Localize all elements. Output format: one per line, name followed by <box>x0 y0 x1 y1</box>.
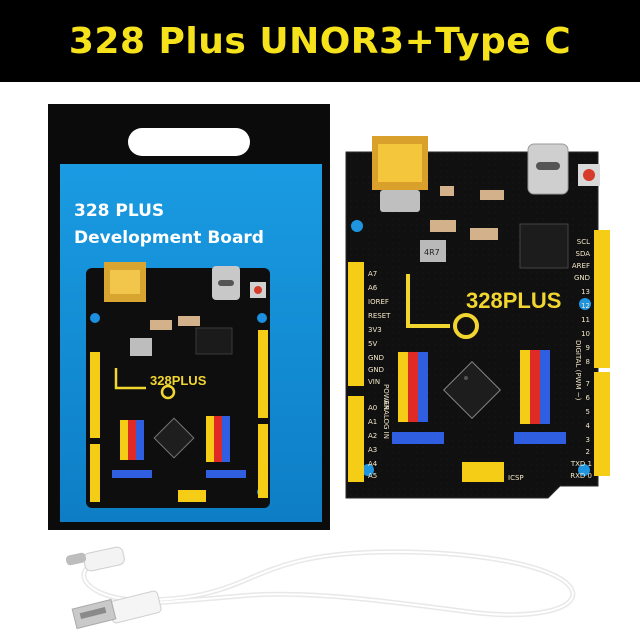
retail-package: 328PLUS <box>48 104 330 530</box>
development-board: 4R7 328PLUS A7 A6 IOREF RESET <box>345 136 610 499</box>
svg-text:2: 2 <box>586 448 590 456</box>
svg-text:3: 3 <box>586 436 590 444</box>
svg-text:VIN: VIN <box>368 378 380 386</box>
usb-c-port <box>527 143 569 195</box>
usb-cable <box>65 546 576 630</box>
product-photo: 328PLUS <box>48 104 610 630</box>
right-header <box>594 230 610 476</box>
atmega-chip <box>443 361 501 419</box>
icsp-header: ICSP <box>462 462 524 482</box>
svg-text:12: 12 <box>581 302 590 310</box>
usb-a-plug <box>71 590 162 630</box>
svg-text:5: 5 <box>586 408 590 416</box>
svg-text:13: 13 <box>581 288 590 296</box>
svg-text:AREF: AREF <box>572 262 590 270</box>
svg-text:DIGITAL (PWM ~): DIGITAL (PWM ~) <box>574 340 582 401</box>
svg-text:ICSP: ICSP <box>508 474 524 482</box>
svg-text:10: 10 <box>581 330 590 338</box>
svg-text:7: 7 <box>586 380 590 388</box>
title-banner: 328 Plus UNOR3+Type C <box>0 0 640 82</box>
left-sensor-pins <box>392 352 444 444</box>
svg-text:GND: GND <box>368 354 384 362</box>
left-header <box>348 262 364 482</box>
svg-text:IOREF: IOREF <box>368 298 389 306</box>
dc-power-jack <box>372 136 428 212</box>
package-label: 328 PLUS Development Board <box>74 198 264 252</box>
svg-text:RXD 0: RXD 0 <box>570 472 592 480</box>
package-board-logo: 328PLUS <box>150 373 207 388</box>
svg-text:A0: A0 <box>368 404 377 412</box>
svg-text:A7: A7 <box>368 270 377 278</box>
svg-text:GND: GND <box>368 366 384 374</box>
usb-c-plug <box>65 546 125 572</box>
svg-text:POWER: POWER <box>382 384 390 410</box>
package-board-image: 328PLUS <box>86 262 270 508</box>
reset-button <box>578 164 600 186</box>
banner-title: 328 Plus UNOR3+Type C <box>68 20 572 62</box>
board-logo: 328PLUS <box>466 288 561 313</box>
right-sensor-pins <box>514 350 566 444</box>
package-line-1: 328 PLUS <box>74 201 165 221</box>
svg-text:5V: 5V <box>368 340 377 348</box>
svg-text:3V3: 3V3 <box>368 326 382 334</box>
svg-text:RESET: RESET <box>368 312 391 320</box>
svg-text:6: 6 <box>586 394 591 402</box>
package-line-2: Development Board <box>74 228 264 248</box>
svg-text:ANALOG IN: ANALOG IN <box>382 400 390 439</box>
svg-text:4: 4 <box>586 422 591 430</box>
inductor-label: 4R7 <box>424 248 440 257</box>
svg-text:A2: A2 <box>368 432 377 440</box>
svg-text:SDA: SDA <box>576 250 591 258</box>
svg-text:SCL: SCL <box>577 238 590 246</box>
svg-text:TXD 1: TXD 1 <box>570 460 592 468</box>
svg-text:A1: A1 <box>368 418 377 426</box>
svg-text:A3: A3 <box>368 446 377 454</box>
svg-text:9: 9 <box>586 344 590 352</box>
svg-text:A5: A5 <box>368 472 377 480</box>
svg-text:GND: GND <box>574 274 590 282</box>
svg-text:11: 11 <box>581 316 590 324</box>
svg-text:8: 8 <box>586 358 590 366</box>
svg-text:A6: A6 <box>368 284 378 292</box>
svg-text:A4: A4 <box>368 460 378 468</box>
